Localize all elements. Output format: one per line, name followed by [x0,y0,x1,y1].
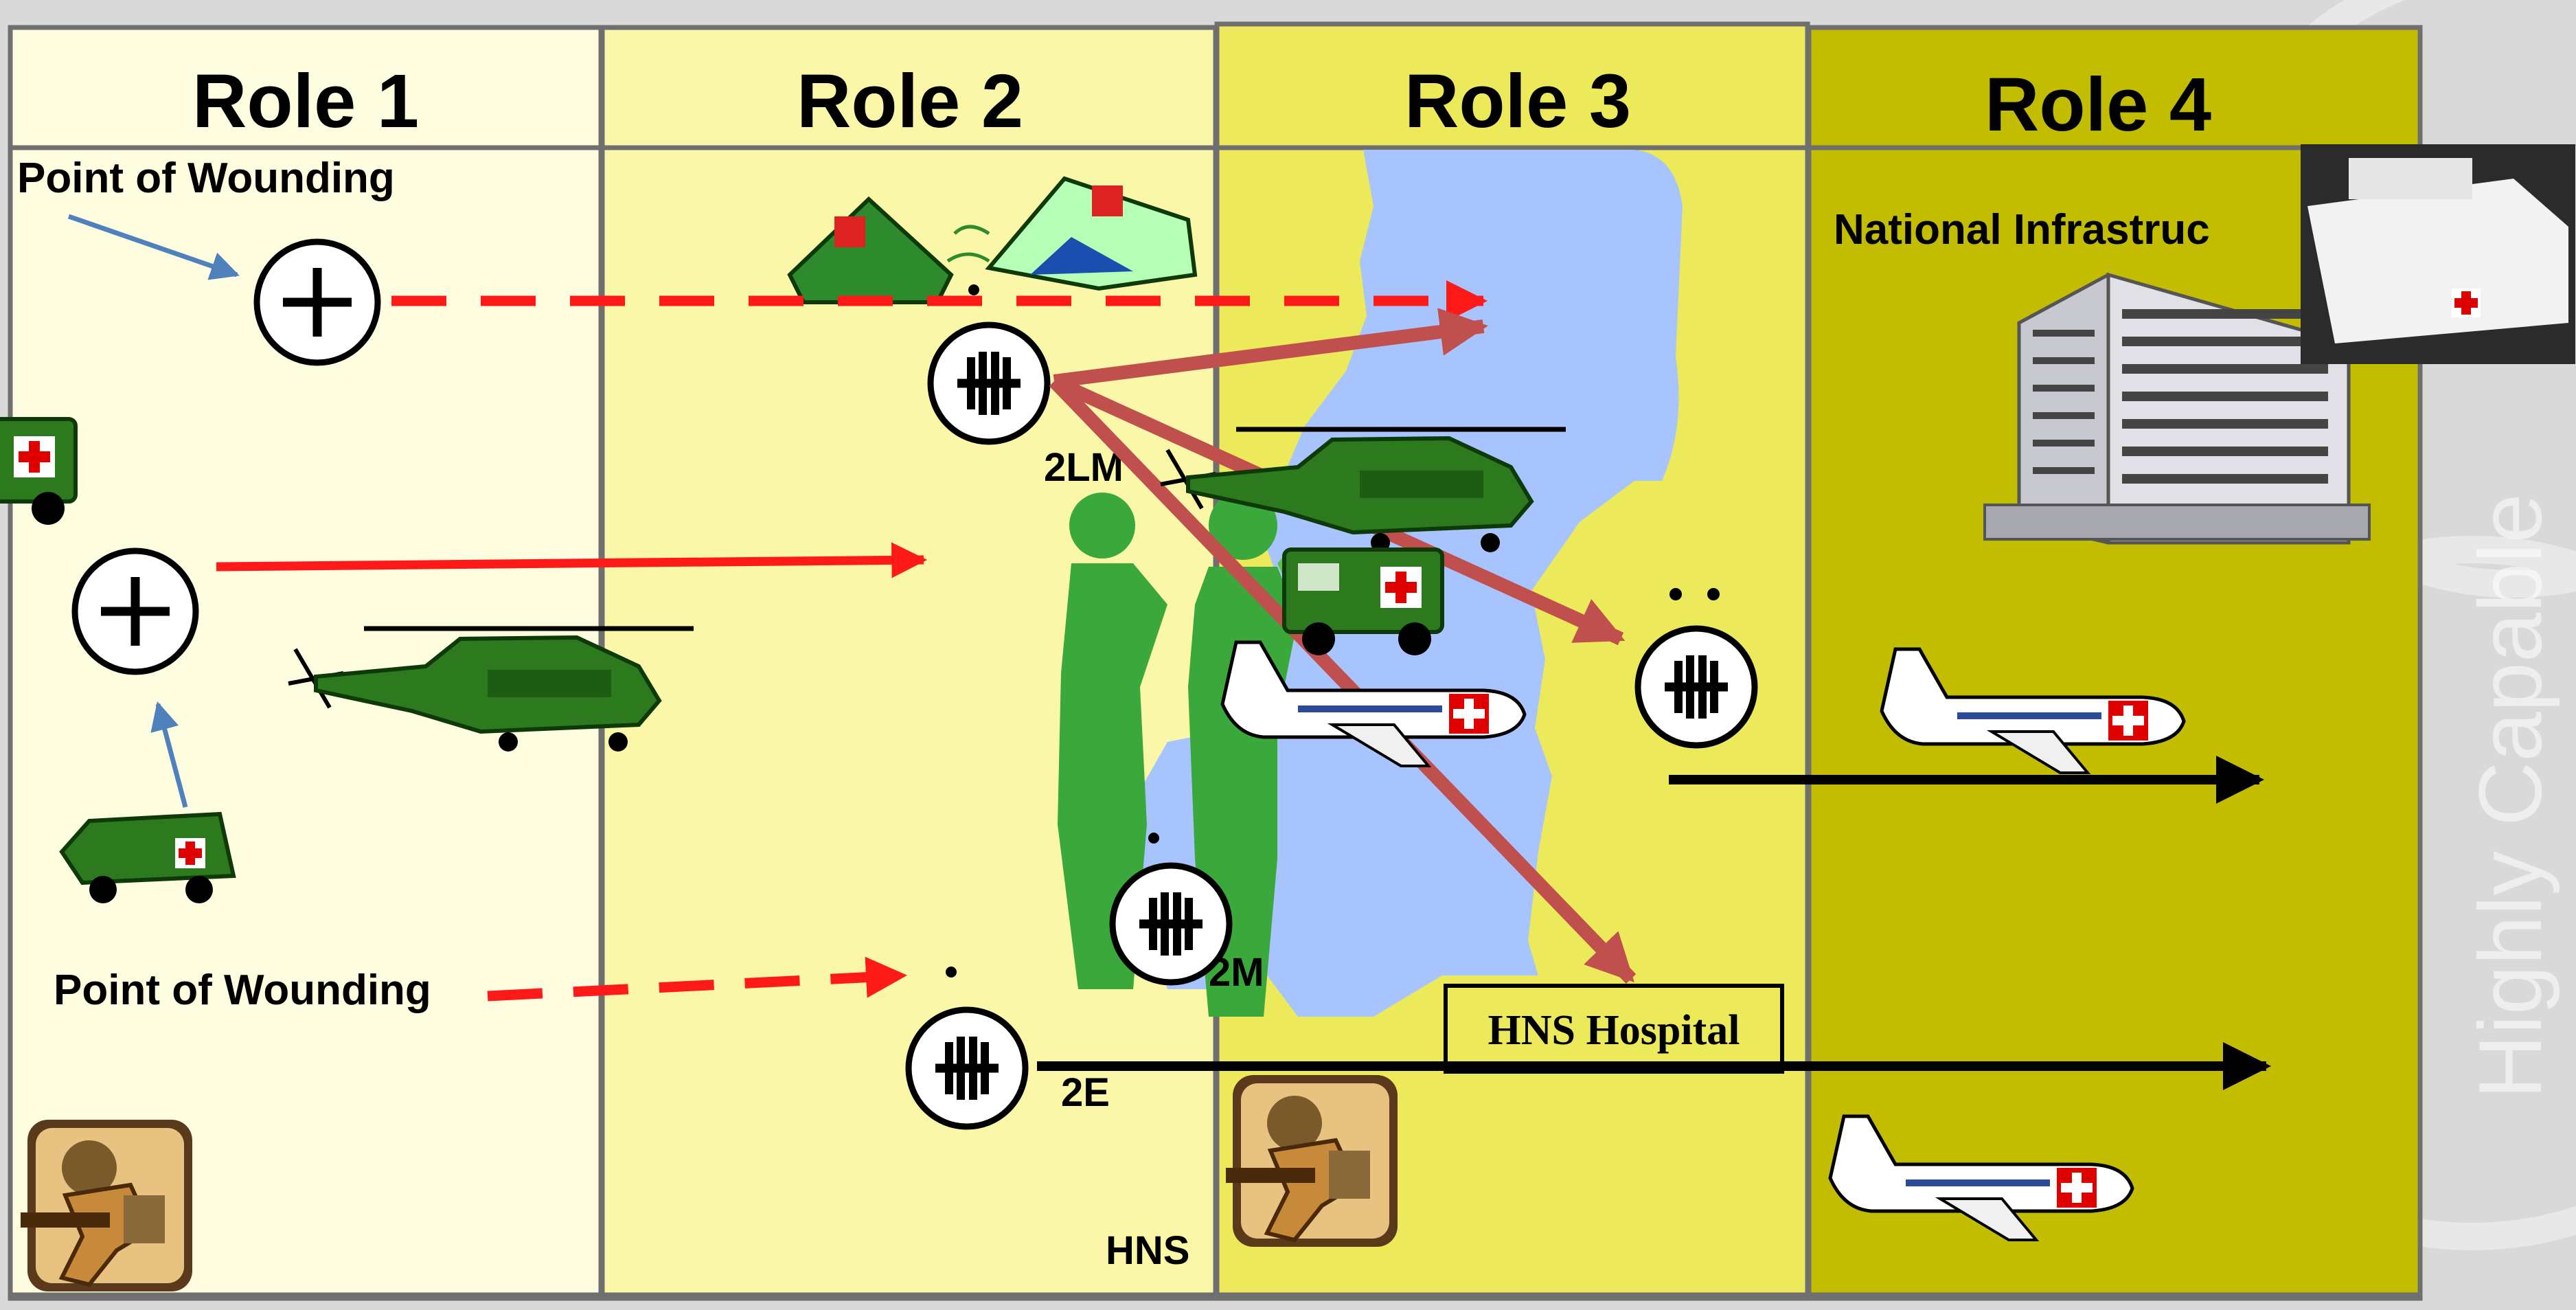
field-tent-icon [787,176,1198,304]
role-2-e-facility-icon [909,1010,1025,1127]
point-of-wounding-top: Point of Wounding [17,155,395,202]
wounding-arrow-middle [150,701,188,808]
node-dot [1669,588,1682,600]
route-2lm-to-hns-hospital [1049,376,1637,984]
soldier-icon-role3 [1226,1075,1398,1247]
point-of-wounding-bottom: Point of Wounding [54,967,431,1014]
node-dot [946,967,957,978]
national-infrastructure-label: National Infrastruc [1834,206,2210,253]
armored-ambulance-icon [59,811,236,903]
role-1-header: Role 1 [192,59,419,144]
role-3-header: Role 3 [1404,59,1631,144]
role-1-aid-post-middle-icon [75,551,196,672]
soldier-icon-role1 [21,1120,192,1291]
role-2-header: Role 2 [797,59,1023,144]
node-2e-label: 2E [1061,1070,1110,1115]
role-1-aid-post-top-icon [257,242,378,363]
wounding-arrow-top [67,214,240,280]
role-3-facility-icon [1638,629,1755,745]
hospital-ship-icon [2301,144,2575,364]
node-dot [1148,833,1159,844]
dashed-route-bottom [487,956,907,1002]
route-middle [216,542,928,578]
node-2lm-label: 2LM [1044,445,1124,490]
role-2-lm-facility-icon [931,325,1047,442]
building-windows [2033,309,2328,484]
hns-hospital-box [1444,984,1784,1074]
role-4-header: Role 4 [1985,63,2211,147]
node-dot [968,284,979,295]
route-2lm-to-role3-top [1053,308,1488,388]
node-dot [1707,588,1720,600]
watermark-text: Highly Capable [2460,493,2560,1099]
hns-label: HNS [1106,1228,1189,1273]
coastline-water [1250,150,1683,1017]
node-2m-label: 2M [1209,950,1264,995]
hns-hospital-label: HNS Hospital [1488,1007,1740,1054]
